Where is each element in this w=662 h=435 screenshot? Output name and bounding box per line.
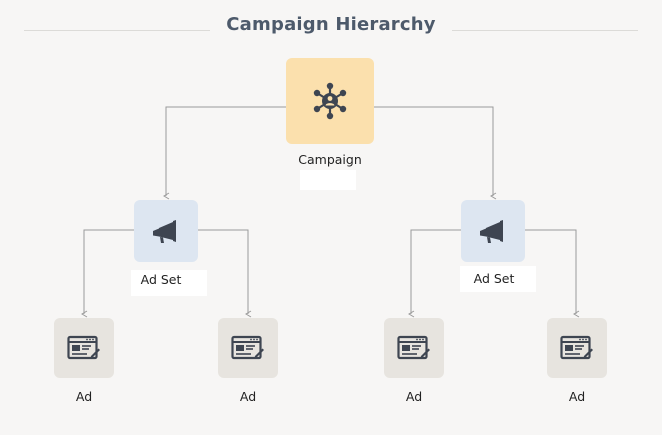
campaign-label-backdrop	[300, 170, 356, 190]
connector-adset-left-ad-2	[198, 229, 252, 318]
diagram-title: Campaign Hierarchy	[226, 14, 436, 35]
ad-node-2[interactable]	[218, 318, 278, 378]
title-rule-left	[24, 30, 210, 31]
ad-browser-icon	[397, 335, 430, 360]
ad-browser-icon	[67, 335, 100, 360]
connector-adset-right-ad-4	[525, 229, 580, 318]
adset-right-label: Ad Set	[473, 271, 515, 286]
adset-node-left[interactable]	[134, 200, 198, 262]
ad-3-label: Ad	[405, 389, 423, 404]
ad-browser-icon	[231, 335, 264, 360]
ad-1-label: Ad	[75, 389, 93, 404]
connector-adset-right-ad-3	[408, 229, 461, 318]
adset-left-label-backdrop	[131, 270, 207, 296]
campaign-node[interactable]	[286, 58, 374, 144]
title-rule-right	[452, 30, 638, 31]
ad-4-label: Ad	[568, 389, 586, 404]
connector-adset-left-ad-1	[81, 229, 134, 318]
adset-node-right[interactable]	[461, 200, 525, 262]
connector-campaign-adset-right	[374, 106, 497, 200]
campaign-label: Campaign	[298, 152, 362, 167]
adset-right-label-backdrop	[460, 266, 536, 292]
connector-campaign-adset-left	[163, 106, 286, 200]
ad-node-1[interactable]	[54, 318, 114, 378]
ad-browser-icon	[560, 335, 593, 360]
ad-2-label: Ad	[239, 389, 257, 404]
ad-node-3[interactable]	[384, 318, 444, 378]
ad-node-4[interactable]	[547, 318, 607, 378]
megaphone-icon	[480, 220, 503, 243]
network-hub-icon	[313, 82, 347, 120]
megaphone-icon	[153, 220, 176, 243]
adset-left-label: Ad Set	[140, 272, 182, 287]
